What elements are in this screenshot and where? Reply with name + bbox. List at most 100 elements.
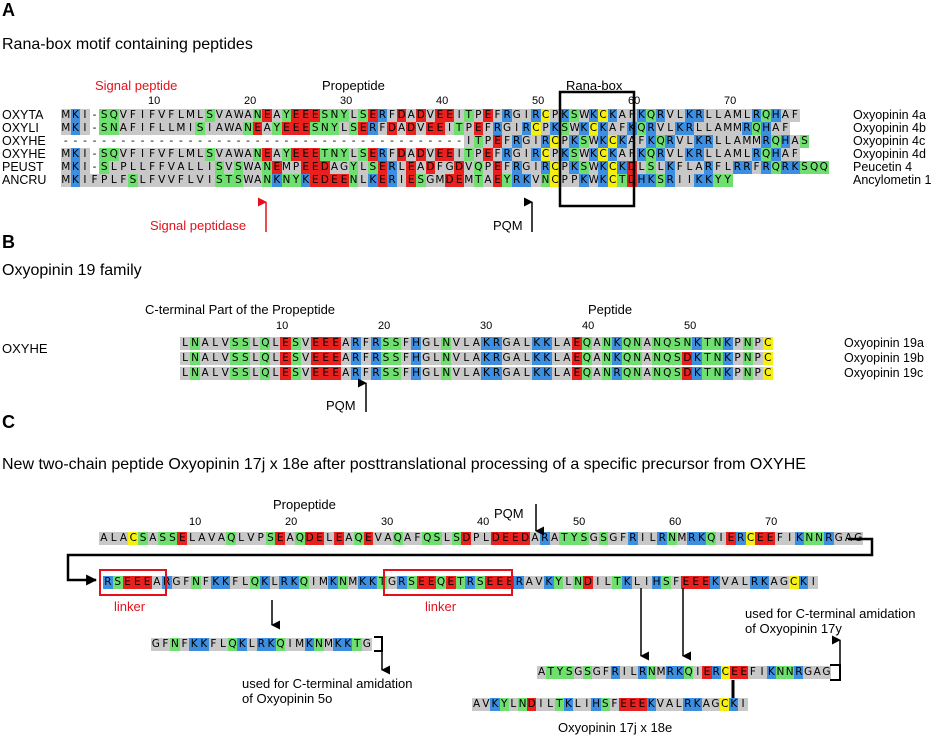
residue: H (780, 135, 791, 148)
residue: N (742, 367, 753, 380)
pqm-label-c: PQM (494, 506, 524, 521)
residue: R (665, 135, 675, 148)
residue: L (602, 576, 613, 589)
residue: S (99, 148, 109, 161)
residue: Y (722, 174, 733, 187)
residue: E (571, 352, 582, 365)
residue: T (473, 174, 484, 187)
residue: C (588, 122, 599, 135)
continuation-arrow (66, 537, 874, 586)
residue: R (491, 337, 502, 350)
residue: G (421, 367, 432, 380)
residue: S (214, 161, 225, 174)
residue: I (80, 161, 90, 174)
residue: V (463, 161, 474, 174)
residue: L (675, 148, 685, 161)
residue: D (396, 109, 407, 122)
residue: A (549, 532, 560, 545)
residue: L (742, 109, 752, 122)
residue: Q (353, 532, 364, 545)
residue: E (406, 174, 416, 187)
residue: Q (662, 337, 673, 350)
residue: P (569, 174, 580, 187)
residue: - (61, 135, 71, 148)
residue: K (220, 576, 231, 589)
residue: A (383, 532, 393, 545)
residue: - (80, 135, 90, 148)
residue: E (329, 174, 340, 187)
residue: P (550, 148, 560, 161)
residue: K (766, 666, 776, 679)
tick-c: 30 (381, 516, 394, 528)
residue: L (521, 337, 532, 350)
residue: D (406, 122, 416, 135)
residue: N (652, 352, 663, 365)
name-a-3: Oxyopinin 4d (853, 147, 926, 161)
residue: F (89, 174, 100, 187)
residue: H (411, 352, 422, 365)
rana-box-label: Rana-box (566, 78, 623, 93)
residue: E (334, 532, 344, 545)
residue: K (237, 638, 247, 651)
residue: K (543, 576, 554, 589)
residue: E (310, 148, 321, 161)
residue: R (531, 109, 541, 122)
residue: L (166, 122, 177, 135)
residue: G (821, 666, 831, 679)
residue: E (492, 135, 503, 148)
residue: - (339, 135, 349, 148)
residue: I (592, 576, 603, 589)
residue: F (181, 576, 192, 589)
residue: - (310, 135, 321, 148)
linker-box-1 (99, 569, 167, 596)
residue: R (256, 638, 267, 651)
tick-c: 60 (669, 516, 682, 528)
residue: - (70, 135, 81, 148)
residue: S (233, 161, 244, 174)
residue: D (320, 174, 330, 187)
residue: G (425, 174, 436, 187)
residue: S (380, 352, 391, 365)
residue: P (540, 122, 551, 135)
residue: T (454, 122, 464, 135)
residue: T (473, 135, 484, 148)
residue: F (147, 122, 157, 135)
residue: R (465, 576, 476, 589)
residue: E (177, 532, 188, 545)
residue: E (132, 576, 143, 589)
residue: G (387, 576, 397, 589)
residue: T (617, 174, 628, 187)
residue: Q (275, 638, 286, 651)
tick-c: 10 (189, 516, 202, 528)
residue: E (700, 576, 711, 589)
residue: I (716, 532, 726, 545)
residue: A (252, 161, 263, 174)
residue: - (387, 135, 397, 148)
rana-box-frame (558, 90, 636, 208)
residue: T (702, 367, 713, 380)
residue: L (703, 109, 714, 122)
residue: F (483, 122, 493, 135)
panel-a-caption: Rana-box motif containing peptides (2, 36, 253, 53)
residue: Q (298, 576, 309, 589)
residue: F (751, 161, 762, 174)
residue: P (291, 161, 301, 174)
residue: Q (108, 148, 119, 161)
residue: E (262, 109, 273, 122)
residue: A (406, 109, 416, 122)
tick-b: 20 (378, 320, 391, 332)
residue: A (329, 161, 340, 174)
residue: F (208, 638, 219, 651)
residue: R (370, 367, 381, 380)
panel-b-letter: B (2, 232, 15, 252)
residue: L (461, 337, 472, 350)
residue: N (329, 148, 340, 161)
tick-a: 10 (148, 95, 161, 107)
residue: F (360, 352, 371, 365)
residue: M (61, 174, 71, 187)
residue: A (99, 532, 109, 545)
residue: V (531, 174, 541, 187)
residue: N (441, 337, 452, 350)
residue: I (521, 148, 532, 161)
residue: M (61, 109, 71, 122)
